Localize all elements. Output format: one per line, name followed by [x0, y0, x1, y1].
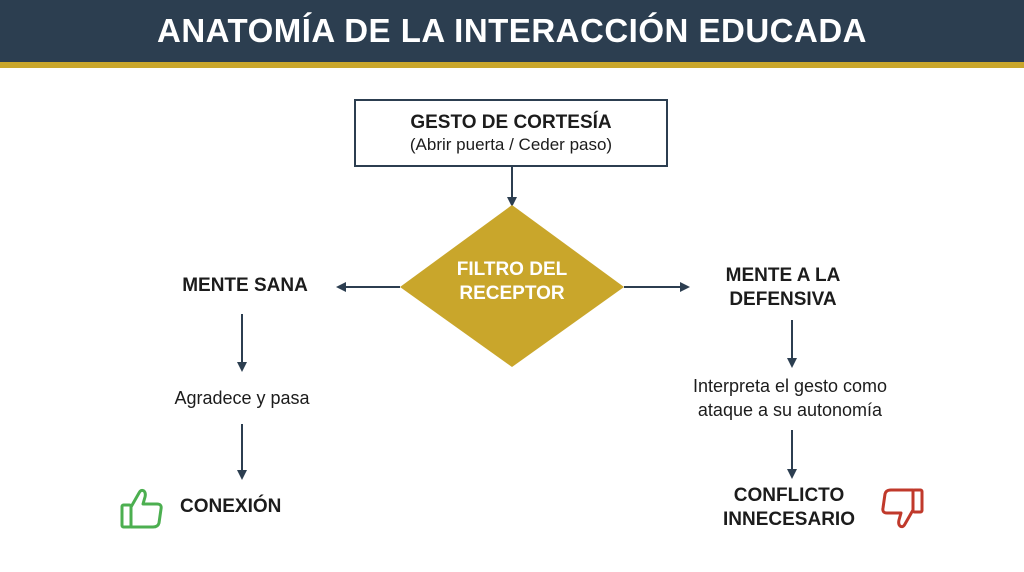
thumbs-up-icon	[120, 488, 163, 529]
healthy-mind-title: MENTE SANA	[182, 275, 308, 296]
thumbs-down-icon	[881, 488, 924, 529]
courtesy-gesture-subtitle: (Abrir puerta / Ceder paso)	[409, 134, 613, 154]
page-title: ANATOMÍA DE LA INTERACCIÓN EDUCADA	[157, 12, 867, 49]
header-bar: ANATOMÍA DE LA INTERACCIÓN EDUCADA	[0, 0, 1024, 68]
courtesy-gesture-title: GESTO DE CORTESÍA	[410, 111, 612, 133]
courtesy-gesture-box: GESTO DE CORTESÍA (Abrir puerta / Ceder …	[354, 99, 668, 167]
connection-outcome: CONEXIÓN	[180, 496, 282, 517]
healthy-mind-reaction: Agradece y pasa	[174, 388, 310, 408]
filter-diamond	[400, 205, 624, 367]
